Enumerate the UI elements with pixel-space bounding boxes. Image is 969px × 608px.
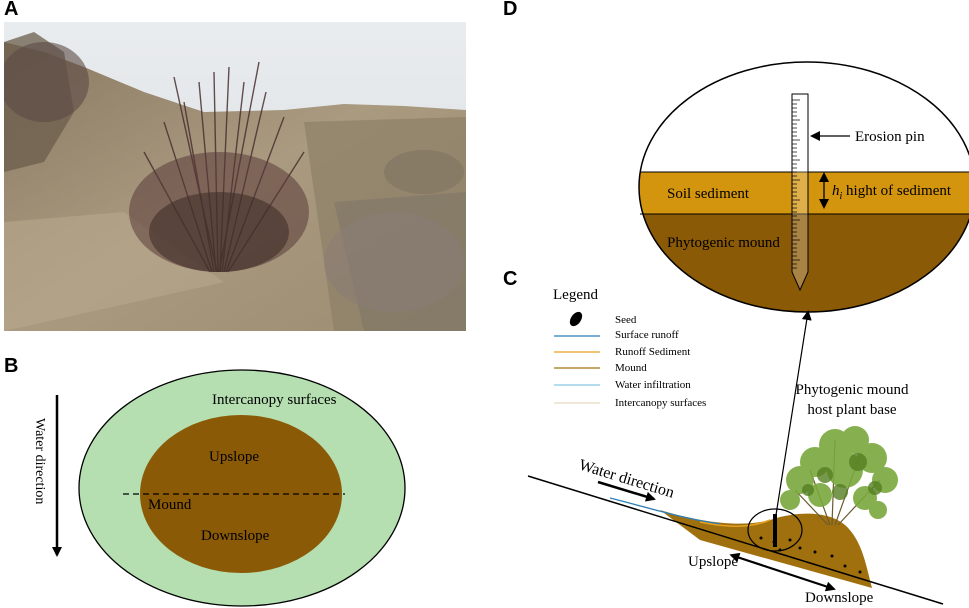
phytogenic-mound-label: Phytogenic mound [667,235,780,251]
runoff-sediment-line [699,519,771,528]
seed-icon [569,311,583,327]
legend-title: Legend [553,287,598,303]
legend-mound-label: Mound [615,362,647,374]
water-direction-c-arrow [597,480,656,502]
intercanopy-label: Intercanopy surfaces [212,392,337,408]
legend-intercanopy-label: Intercanopy surfaces [615,397,706,409]
panel-label-d: D [503,0,518,20]
phytogenic-mound-title: Phytogenic mound [796,382,909,398]
height-of-sediment-label: hi hight of sediment [832,183,952,202]
phytogenic-mound-layer [639,214,969,312]
host-plant-shrub [780,426,898,526]
zoom-circle [747,508,803,552]
soil-sediment-layer [639,172,969,214]
host-plant-base-label: host plant base [807,402,896,418]
panel-label-a: A [4,0,19,20]
panel-label-b: B [4,355,19,377]
slope-line [527,475,944,605]
erosion-pin-marker [773,514,777,547]
upslope-c-label: Upslope [688,554,738,570]
erosion-pin [791,93,809,292]
hillside-shrub-photo [4,22,466,331]
panel-label-c: C [503,268,518,290]
downslope-label: Downslope [201,528,270,544]
legend-water-infiltration-label: Water infiltration [615,379,691,391]
water-direction-label: Water direction [32,418,47,504]
mound-ellipse [140,415,342,573]
legend-surface-runoff-label: Surface runoff [615,329,679,341]
upslope-label: Upslope [209,449,259,465]
legend-seed-label: Seed [615,314,637,326]
slope-direction-arrow [729,552,836,592]
downslope-c-label: Downslope [805,590,874,606]
zoom-connector-arrow [775,310,812,516]
soil-sediment-label: Soil sediment [667,186,750,202]
legend-runoff-sediment-label: Runoff Sediment [615,346,690,358]
surface-runoff-line [609,497,721,525]
mound-label: Mound [148,497,192,513]
erosion-pin-label: Erosion pin [855,129,925,145]
